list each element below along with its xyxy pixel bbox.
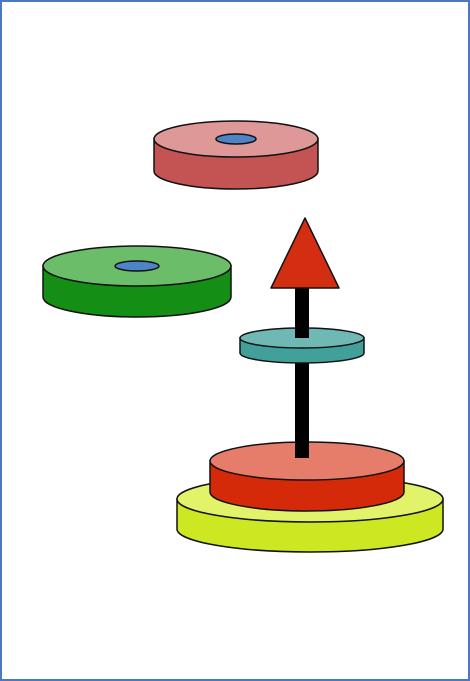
floating-red-ring-hole	[215, 133, 257, 145]
floating-green-ring	[42, 245, 232, 318]
arrow-head	[270, 217, 340, 289]
coral-disk	[209, 441, 405, 512]
floating-green-ring-hole	[114, 260, 160, 272]
floating-red-ring	[153, 120, 319, 190]
